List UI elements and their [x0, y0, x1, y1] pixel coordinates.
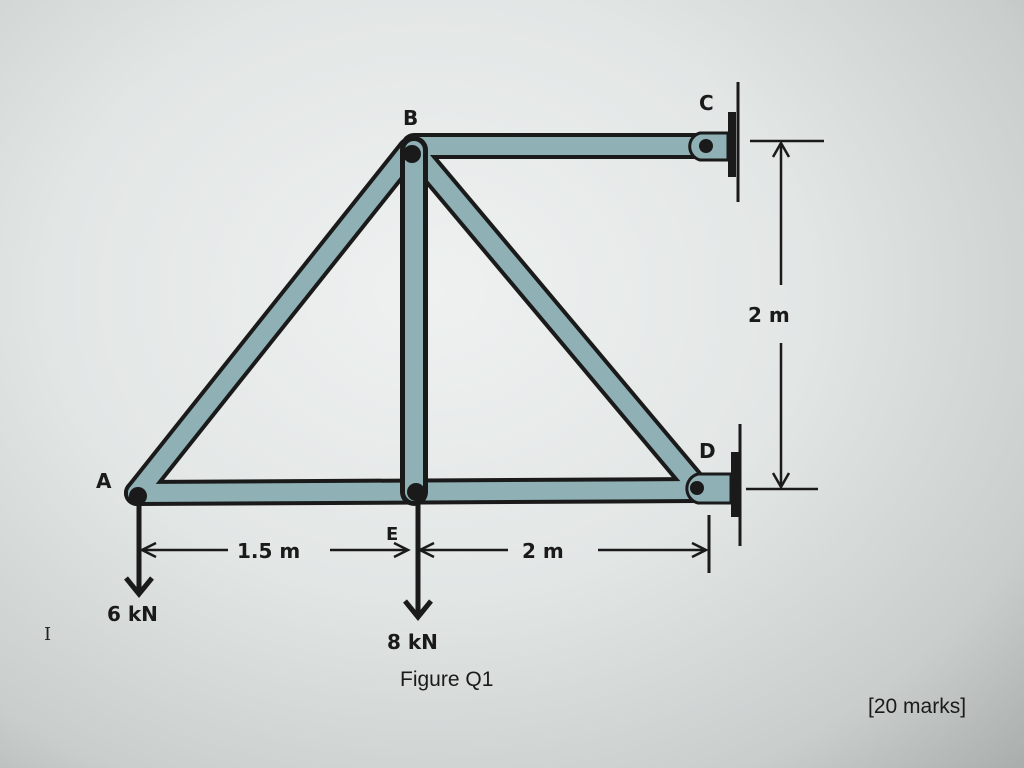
- dimension-horizontal: [139, 515, 711, 573]
- dimension-label-vertical: 2 m: [748, 303, 790, 327]
- figure-caption: Figure Q1: [400, 668, 494, 691]
- pin-e-icon: [407, 483, 425, 501]
- text-cursor-icon: I: [44, 624, 52, 645]
- node-label-a: A: [96, 469, 112, 493]
- marks-label: [20 marks]: [868, 695, 967, 718]
- dimension-vertical: [746, 139, 824, 491]
- dimension-label-ed: 2 m: [522, 539, 564, 563]
- dimension-label-ae: 1.5 m: [237, 539, 300, 563]
- pin-c-icon: [699, 139, 713, 153]
- load-label-a: 6 kN: [107, 602, 158, 626]
- node-label-c: C: [699, 91, 714, 115]
- node-label-d: D: [699, 439, 716, 463]
- pin-a-icon: [129, 487, 147, 505]
- node-label-b: B: [403, 106, 418, 130]
- load-label-e: 8 kN: [387, 630, 438, 654]
- member-bd: [405, 141, 706, 496]
- support-c: [688, 82, 740, 202]
- pin-d-icon: [690, 481, 704, 495]
- node-label-e: E: [386, 524, 398, 545]
- pin-b-icon: [403, 145, 421, 163]
- support-d: [685, 424, 742, 546]
